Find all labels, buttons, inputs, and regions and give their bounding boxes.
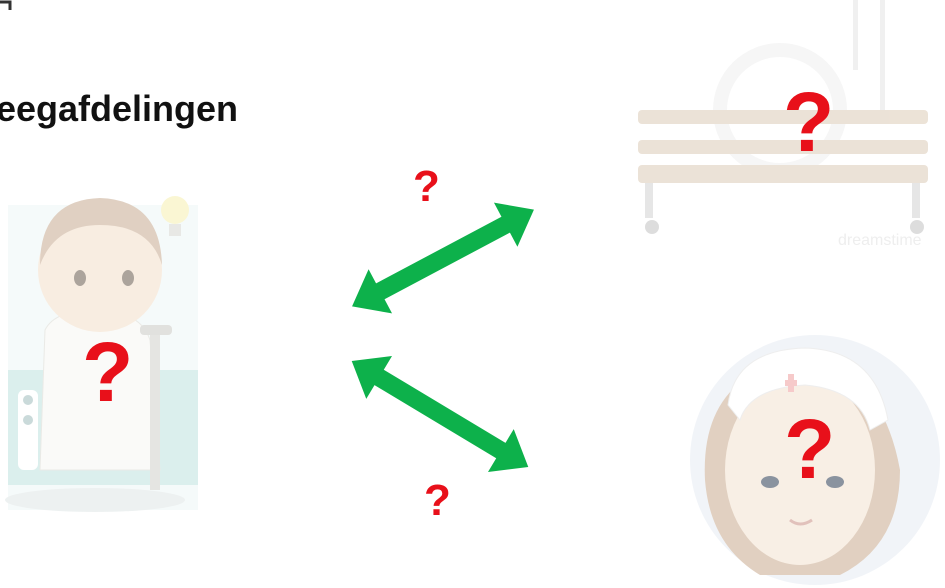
bottom-arrow-question-mark: ? (424, 479, 451, 523)
page-title: eegafdelingen (0, 88, 238, 130)
corner-mark (0, 2, 10, 10)
double-arrow-bottom (339, 340, 541, 489)
patient-question-mark: ? (82, 330, 133, 414)
top-arrow-question-mark: ? (413, 165, 440, 209)
nurse-question-mark: ? (784, 407, 835, 491)
watermark-text: dreamstime (838, 232, 922, 249)
double-arrow-top (340, 188, 545, 329)
bed-question-mark: ? (783, 80, 834, 164)
